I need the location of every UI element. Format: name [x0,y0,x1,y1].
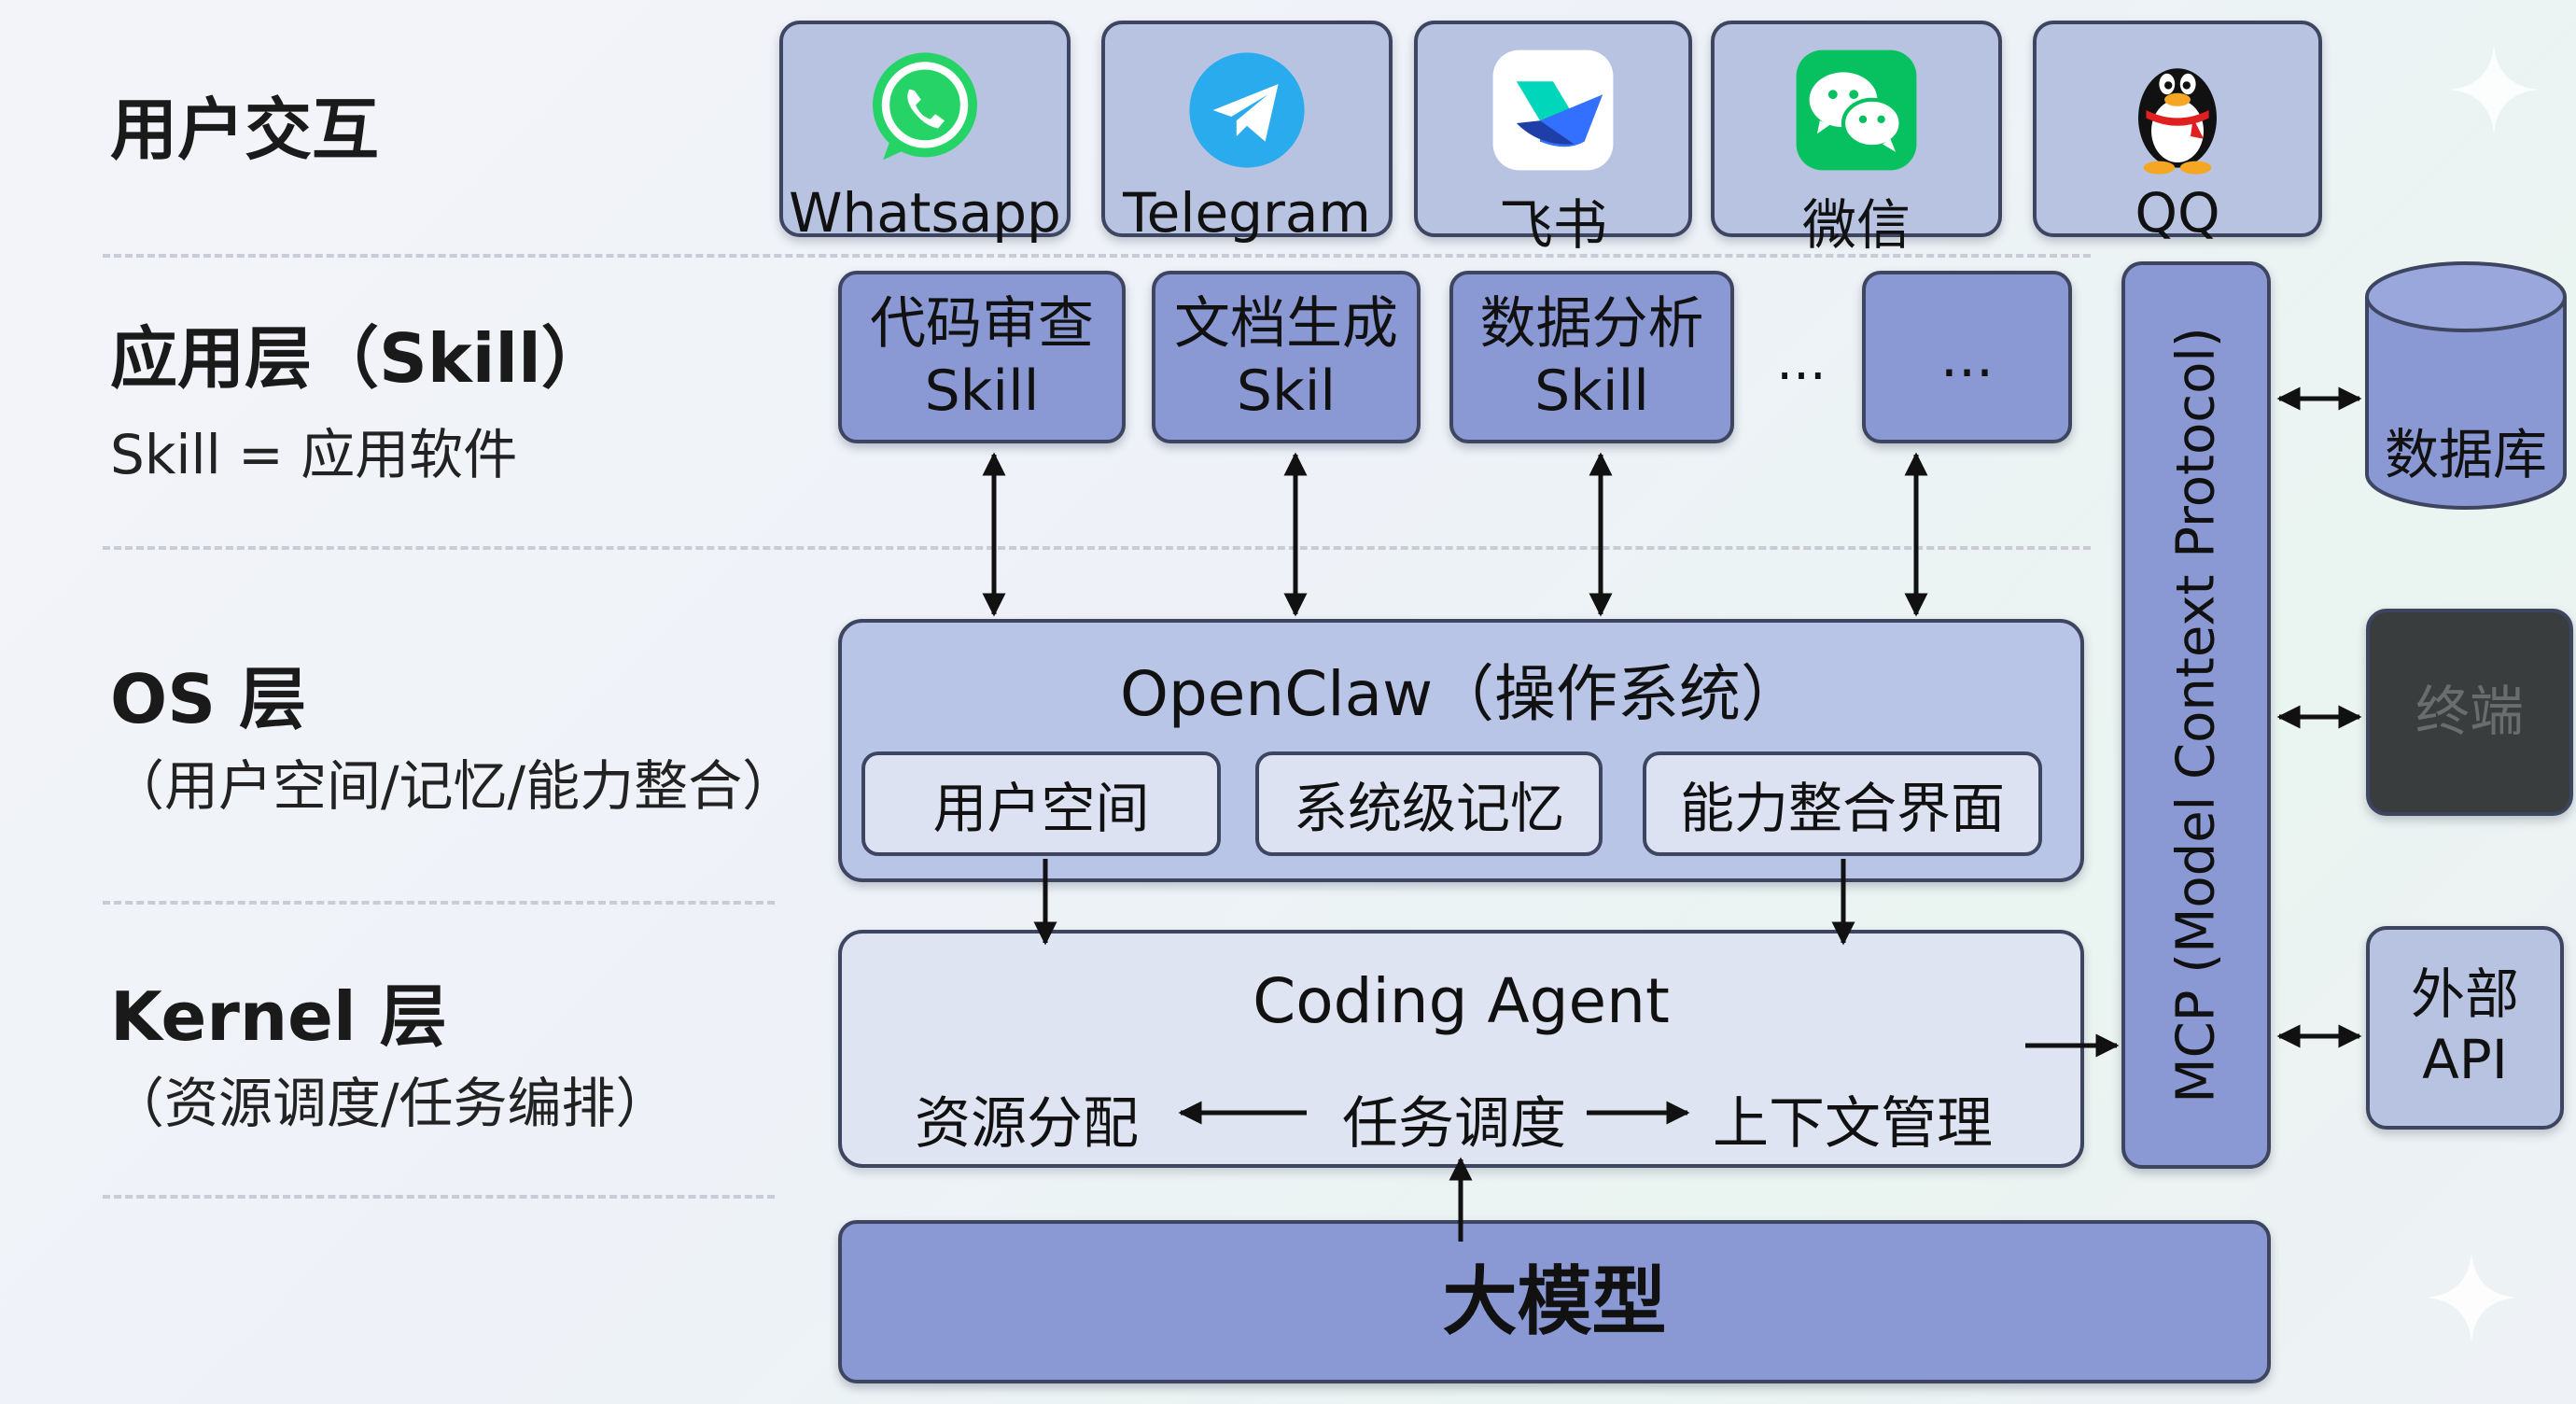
os-title: OpenClaw（操作系统） [1119,658,1803,730]
kernel-resource-allocation: 资源分配 [915,1091,1139,1157]
sparkle-decoration [2427,1253,2516,1342]
app-card-telegram[interactable]: Telegram [1101,21,1393,245]
wechat-icon [1796,49,1917,171]
app-card-whatsapp[interactable]: Whatsapp [779,21,1071,245]
whatsapp-icon [873,52,977,161]
skill-name: 数据分析 [1479,290,1704,357]
os-module-capability-interface: 能力整合界面 [1643,751,2042,856]
divider-kernel-model [103,1195,775,1199]
app-label: Whatsapp [789,181,1061,245]
layer-title-os: OS 层 [110,660,307,738]
layer-title-app: 应用层（Skill） [110,319,609,398]
kernel-title: Coding Agent [1253,965,1670,1037]
app-label: Telegram [1123,181,1371,245]
external-api-line1: 外部 [2410,962,2519,1027]
layer-subtitle-kernel: （资源调度/任务编排） [110,1072,670,1135]
layer-title-user: 用户交互 [110,91,380,169]
database-cylinder-icon [2365,261,2567,510]
skill-code-review[interactable]: 代码审查 Skill [838,271,1126,443]
app-card-feishu[interactable]: 飞书 [1414,21,1692,257]
large-model-box: 大模型 [838,1220,2271,1383]
skill-suffix: Skill [1534,358,1649,424]
skill-data-analysis[interactable]: 数据分析 Skill [1449,271,1734,443]
layer-subtitle-os: （用户空间/记忆/能力整合） [110,754,797,818]
skill-suffix: Skill [924,358,1040,424]
divider-os-kernel [103,901,775,905]
kernel-task-scheduling: 任务调度 [1342,1091,1566,1157]
divider-app-os [103,546,2091,550]
skill-name: 代码审查 [870,290,1094,357]
large-model-label: 大模型 [1442,1257,1667,1345]
app-card-wechat[interactable]: 微信 [1711,21,2002,257]
app-card-qq[interactable]: QQ [2033,21,2322,245]
sparkle-decoration [2449,45,2539,134]
skill-more[interactable]: ... [1862,271,2072,443]
skill-doc-generation[interactable]: 文档生成 Skil [1152,271,1421,443]
terminal-label: 终端 [2415,680,2524,744]
feishu-icon [1492,49,1614,171]
os-module-user-space: 用户空间 [861,751,1221,856]
app-label: 飞书 [1498,193,1607,257]
layer-title-kernel: Kernel 层 [110,977,447,1056]
os-module-system-memory: 系统级记忆 [1255,751,1603,856]
database-label: 数据库 [2384,423,2547,486]
skill-suffix: Skil [1236,358,1337,424]
mcp-box: MCP (Model Context Protocol) [2121,261,2271,1169]
terminal-box: 终端 [2366,609,2573,816]
layer-subtitle-app: Skill = 应用软件 [110,423,518,486]
skill-more-label: ... [1939,324,1995,390]
skill-name: 文档生成 [1174,290,1398,357]
external-api-box: 外部 API [2366,926,2564,1130]
skills-ellipsis: ... [1776,331,1827,392]
divider-user-app [103,254,2091,258]
telegram-icon [1189,52,1305,168]
app-label: QQ [2135,181,2220,245]
app-label: 微信 [1801,193,1911,257]
external-api-line2: API [2422,1028,2508,1091]
kernel-context-management: 上下文管理 [1713,1091,1993,1157]
qq-penguin-icon [2138,68,2217,175]
